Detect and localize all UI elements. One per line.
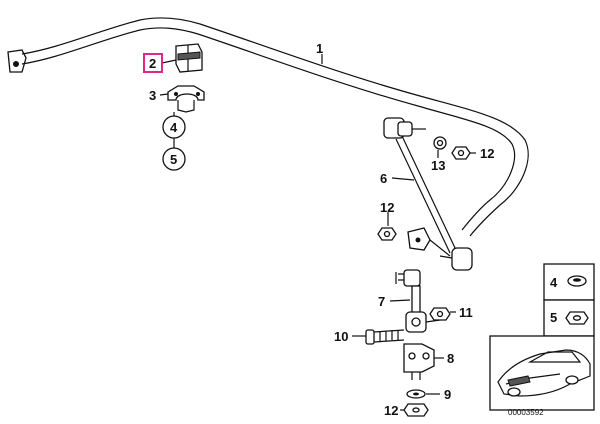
callout-circle-4 [162,112,186,139]
callout-12-bottom: 12 [384,403,398,418]
callout-2: 2 [149,56,156,71]
stabilizer-bar [7,17,529,237]
mounting-bracket-part [403,343,435,380]
callout-5: 5 [170,152,177,167]
callout-12-middle: 12 [380,200,394,215]
grommet-icon [567,275,587,287]
leader-lines [159,54,476,411]
lower-link-joint [377,227,473,271]
callout-circle-5 [162,138,186,171]
legend-box: 4 5 [543,263,595,337]
callout-13: 13 [431,158,445,173]
car-icon [497,349,591,397]
nut-icon [565,311,589,325]
inset-code: 00003592 [508,408,544,417]
callout-9: 9 [444,387,451,402]
rubber-mount-part [175,43,203,73]
callout-2-highlight [143,53,163,73]
nut-part-bottom [403,403,429,417]
upper-link-joint [383,117,471,160]
callout-8: 8 [447,351,454,366]
callout-7: 7 [378,294,385,309]
callout-12-upper-right: 12 [480,146,494,161]
legend-label-5: 5 [550,310,557,325]
callout-11: 11 [459,305,473,320]
vehicle-inset: 00003592 [489,335,595,417]
washer-part [406,389,426,399]
callout-10: 10 [334,329,348,344]
legend-label-4: 4 [550,275,558,290]
callout-6: 6 [380,171,387,186]
lower-link-part [395,269,451,333]
link-rod [395,135,457,254]
callout-1: 1 [316,41,323,56]
bolt-part [365,329,405,345]
callout-3: 3 [149,88,156,103]
callout-4: 4 [170,120,178,135]
bracket-part [167,85,205,113]
